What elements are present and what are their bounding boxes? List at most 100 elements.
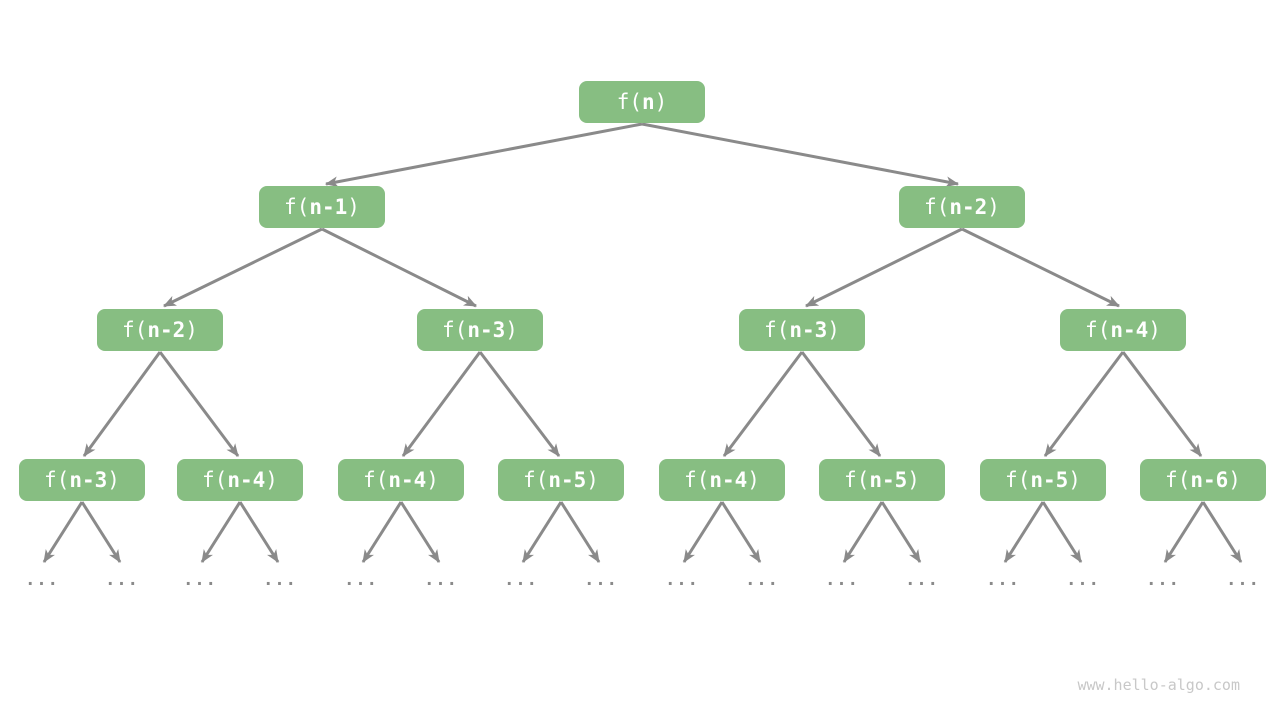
node-label-prefix: f(: [44, 468, 70, 492]
leaf-ellipsis: ...: [424, 570, 458, 590]
leaf-ellipsis: ...: [986, 570, 1020, 590]
node-label-arg: n-2: [949, 195, 988, 219]
leaf-ellipsis: ...: [504, 570, 538, 590]
node-label-arg: n-2: [147, 318, 186, 342]
node-label-suffix: ): [347, 195, 360, 219]
node-label-prefix: f(: [122, 318, 148, 342]
node-label-arg: n-5: [1030, 468, 1069, 492]
node-label-suffix: ): [1228, 468, 1241, 492]
edge: [238, 501, 280, 563]
edge: [800, 351, 882, 457]
edge: [324, 122, 643, 188]
node-label-arg: n-3: [467, 318, 506, 342]
edge: [401, 351, 482, 457]
edge: [478, 351, 561, 457]
node-label-suffix: ): [505, 318, 518, 342]
node-label-prefix: f(: [202, 468, 228, 492]
node-label-arg: n-5: [869, 468, 908, 492]
node-label-prefix: f(: [684, 468, 710, 492]
leaf-ellipsis: ...: [665, 570, 699, 590]
edge: [521, 501, 563, 563]
node-l4-3: f(n-4): [338, 459, 464, 501]
node-l4-6: f(n-5): [819, 459, 945, 501]
edge: [880, 501, 922, 563]
node-label-arg: n-4: [1110, 318, 1149, 342]
edge: [961, 227, 1120, 308]
leaf-ellipsis: ...: [825, 570, 859, 590]
edge: [1041, 501, 1083, 563]
node-label-suffix: ): [987, 195, 1000, 219]
node-label-prefix: f(: [924, 195, 950, 219]
leaf-ellipsis: ...: [1226, 570, 1260, 590]
node-label-suffix: ): [426, 468, 439, 492]
leaf-ellipsis: ...: [183, 570, 217, 590]
node-l4-7: f(n-5): [980, 459, 1106, 501]
edge: [842, 501, 884, 563]
node-label-suffix: ): [185, 318, 198, 342]
leaf-ellipsis: ...: [1066, 570, 1100, 590]
edge: [722, 351, 804, 457]
node-l3-4: f(n-4): [1060, 309, 1186, 351]
node-label-suffix: ): [265, 468, 278, 492]
node-label-prefix: f(: [844, 468, 870, 492]
node-l2-1: f(n-1): [259, 186, 385, 228]
node-label-prefix: f(: [1085, 318, 1111, 342]
node-label-prefix: f(: [363, 468, 389, 492]
edge: [42, 501, 84, 563]
node-label-suffix: ): [107, 468, 120, 492]
node-l4-5: f(n-4): [659, 459, 785, 501]
leaf-ellipsis: ...: [745, 570, 779, 590]
node-l3-1: f(n-2): [97, 309, 223, 351]
edge: [1043, 351, 1125, 457]
leaf-ellipsis: ...: [584, 570, 618, 590]
node-label-suffix: ): [1148, 318, 1161, 342]
leaf-ellipsis: ...: [105, 570, 139, 590]
leaf-ellipsis: ...: [1146, 570, 1180, 590]
leaf-ellipsis: ...: [905, 570, 939, 590]
edge: [158, 351, 240, 457]
edge: [82, 351, 162, 457]
node-label-prefix: f(: [1165, 468, 1191, 492]
node-label-prefix: f(: [442, 318, 468, 342]
node-label-arg: n: [641, 90, 655, 114]
leaf-ellipsis: ...: [344, 570, 378, 590]
node-label-arg: n-4: [227, 468, 266, 492]
leaf-ellipsis: ...: [25, 570, 59, 590]
edge: [1003, 501, 1045, 563]
node-label-arg: n-1: [309, 195, 348, 219]
node-label-prefix: f(: [1005, 468, 1031, 492]
edge: [1121, 351, 1203, 457]
edge: [163, 227, 323, 308]
node-label-prefix: f(: [284, 195, 310, 219]
edge: [682, 501, 724, 563]
node-label-arg: n-4: [388, 468, 427, 492]
node-label-suffix: ): [827, 318, 840, 342]
node-root: f(n): [579, 81, 705, 123]
node-l4-2: f(n-4): [177, 459, 303, 501]
node-l4-1: f(n-3): [19, 459, 145, 501]
node-label-suffix: ): [1068, 468, 1081, 492]
node-l2-2: f(n-2): [899, 186, 1025, 228]
node-label-suffix: ): [586, 468, 599, 492]
edge: [80, 501, 122, 563]
node-label-suffix: ): [654, 90, 668, 114]
watermark: www.hello-algo.com: [1077, 676, 1240, 694]
leaf-ellipsis: ...: [263, 570, 297, 590]
edge: [1163, 501, 1205, 563]
node-label-suffix: ): [747, 468, 760, 492]
node-label-prefix: f(: [523, 468, 549, 492]
node-label-prefix: f(: [616, 90, 642, 114]
edge: [1201, 501, 1243, 563]
edge: [720, 501, 762, 563]
node-l3-2: f(n-3): [417, 309, 543, 351]
node-label-arg: n-6: [1190, 468, 1229, 492]
edge: [559, 501, 601, 563]
edge: [805, 227, 963, 308]
node-label-arg: n-5: [548, 468, 587, 492]
node-label-arg: n-3: [789, 318, 828, 342]
node-l3-3: f(n-3): [739, 309, 865, 351]
node-label-arg: n-3: [69, 468, 108, 492]
node-label-prefix: f(: [764, 318, 790, 342]
